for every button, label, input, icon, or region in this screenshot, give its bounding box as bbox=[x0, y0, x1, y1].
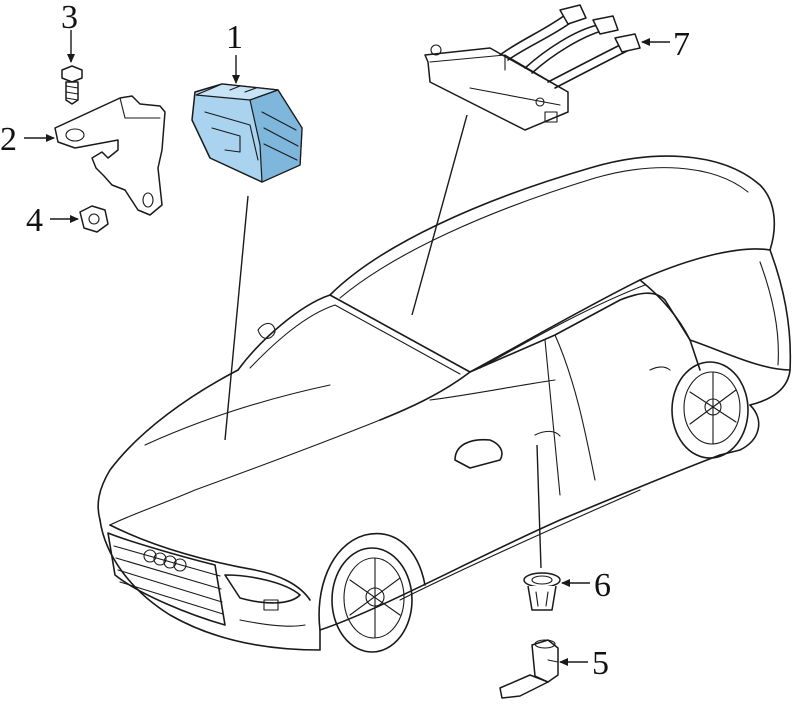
callout-2: 2 bbox=[0, 121, 17, 158]
leader-line-6 bbox=[536, 444, 542, 569]
callout-6: 6 bbox=[594, 567, 611, 604]
sensor[interactable] bbox=[499, 639, 559, 699]
callout-1: 1 bbox=[226, 19, 243, 56]
control-module[interactable] bbox=[191, 83, 303, 183]
callout-3: 3 bbox=[61, 0, 78, 36]
callout-labels: 1 2 3 4 5 6 7 bbox=[0, 0, 690, 682]
callout-4: 4 bbox=[26, 202, 43, 239]
leader-line-7 bbox=[411, 114, 468, 316]
sedan-outline-icon bbox=[97, 155, 792, 653]
mounting-bracket[interactable] bbox=[54, 95, 166, 216]
nut[interactable] bbox=[79, 205, 109, 233]
callout-arrows bbox=[24, 30, 670, 666]
leader-line-1 bbox=[224, 195, 249, 441]
antenna-module[interactable] bbox=[424, 4, 641, 131]
bolt[interactable] bbox=[61, 65, 83, 105]
callout-7: 7 bbox=[673, 26, 690, 63]
callout-5: 5 bbox=[592, 645, 609, 682]
leader-lines bbox=[224, 114, 542, 569]
grommet[interactable] bbox=[523, 572, 561, 611]
